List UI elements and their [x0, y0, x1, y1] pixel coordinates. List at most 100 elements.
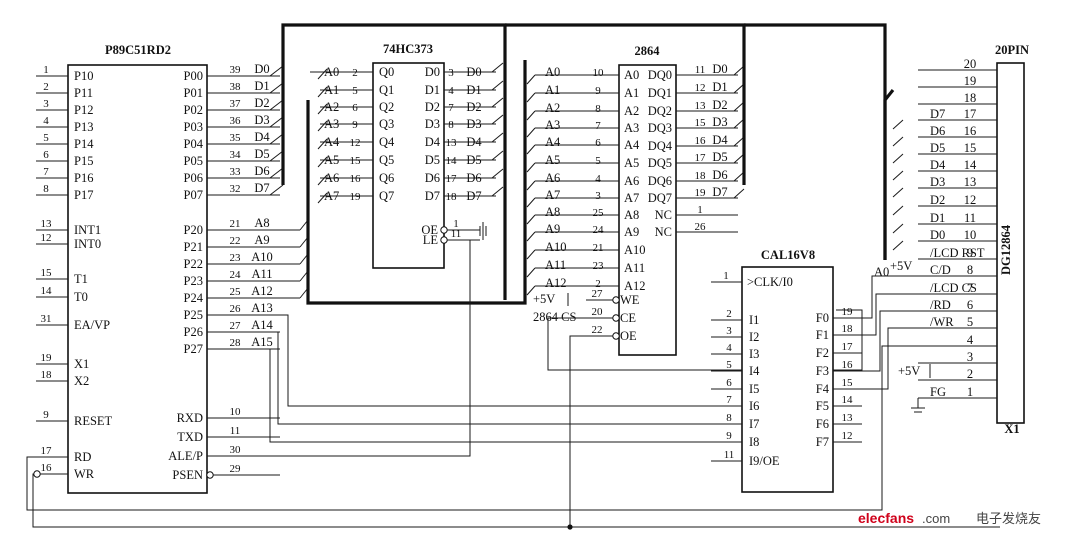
mcu-pin-name: ALE/P	[168, 449, 203, 463]
watermark-logo: elecfans	[858, 510, 914, 526]
pld-pin-number: 16	[842, 359, 854, 371]
bus-entry	[526, 267, 536, 278]
pld-pin-number: 9	[726, 430, 732, 442]
mcu-pin-name: RXD	[177, 411, 203, 425]
wr-bottom-wire	[32, 473, 1000, 528]
mcu-pin-number: 32	[230, 183, 241, 195]
latch-pin-name: Q5	[379, 153, 394, 167]
mcu-pin-name: INT0	[74, 237, 101, 251]
bus-entry	[269, 99, 284, 111]
mcu-pin-name: T1	[74, 272, 88, 286]
eeprom-pin-name: A8	[624, 208, 639, 222]
mcu-pin-name: TXD	[177, 430, 203, 444]
eeprom-pin-name: A7	[624, 191, 639, 205]
pld-pin-number: 4	[726, 342, 732, 354]
bus-entry	[317, 156, 328, 168]
mcu-pin-number: 33	[230, 166, 242, 178]
latch-pin-name: Q2	[379, 100, 394, 114]
pld-pin-name: I2	[749, 330, 759, 344]
eeprom-pin-number: 6	[595, 137, 601, 149]
lcd-pin-number: 19	[964, 74, 977, 88]
mcu-pin-number: 11	[230, 425, 241, 437]
bus-entry	[491, 97, 504, 108]
latch-pin-name: D5	[425, 153, 440, 167]
eeprom-pin-number: 24	[593, 224, 605, 236]
bus-entry	[269, 133, 284, 145]
latch-ctrl-bubble	[440, 236, 448, 244]
bus-entry	[526, 180, 536, 191]
eeprom-pin-number: 16	[695, 135, 707, 147]
mcu-pin-name: P11	[74, 86, 93, 100]
mcu-net-label: A9	[254, 233, 269, 247]
mcu-title: P89C51RD2	[105, 43, 171, 57]
lcd-pin-name: D1	[930, 211, 945, 225]
eeprom-ctrl-name: CE	[620, 311, 636, 325]
data-bus-top	[281, 23, 507, 300]
pld-pin-name: F0	[816, 311, 829, 325]
eeprom-pin-number: 21	[593, 242, 604, 254]
lcd-pin-number: 14	[964, 158, 977, 172]
latch-pin-number: 14	[446, 155, 458, 167]
eeprom-pin-number: 18	[695, 170, 707, 182]
eeprom-ctrl-bubble	[612, 332, 620, 340]
pld-pin-number: 7	[726, 394, 732, 406]
pld-pin-name: I6	[749, 399, 759, 413]
mcu-pin-number: 31	[41, 313, 52, 325]
mcu-net-label: D7	[254, 181, 269, 195]
mcu-pin-name: T0	[74, 290, 88, 304]
pld-pin-number: 13	[842, 412, 854, 424]
eeprom-net-label: D5	[712, 150, 727, 164]
mcu-net-label: D3	[254, 113, 269, 127]
eeprom-net-label: A3	[545, 118, 560, 132]
a13-wire	[280, 314, 727, 407]
eeprom-pin-name: A0	[624, 68, 639, 82]
latch-pin-number: 3	[448, 67, 454, 79]
mcu-net-label: A10	[251, 250, 273, 264]
mcu-pin-number: 17	[41, 445, 53, 457]
lcd-pin-name: D5	[930, 141, 945, 155]
latch-pin-name: Q3	[379, 117, 394, 131]
eeprom-net-label: A8	[545, 205, 560, 219]
pld-pin-number: 5	[726, 359, 732, 371]
latch-pin-name: Q1	[379, 83, 394, 97]
pld-pin-name: F1	[816, 328, 829, 342]
eeprom-ctrl-number: 22	[592, 324, 603, 336]
pld-pin-name: F2	[816, 346, 829, 360]
mcu-pin-name: P17	[74, 188, 93, 202]
eeprom-pin-name: DQ2	[648, 104, 672, 118]
eeprom-pin-name: A4	[624, 138, 640, 152]
cs-label: 2864 CS	[533, 310, 576, 324]
bus-entry	[892, 205, 904, 216]
lcd-pin-name: D2	[930, 193, 945, 207]
latch-net-label: A2	[324, 100, 339, 114]
bus-entry	[317, 174, 328, 186]
bus-entry	[317, 86, 328, 98]
bus-entry	[526, 197, 536, 208]
mcu-pin-number: 19	[41, 352, 53, 364]
lcd-pin-number: 9	[967, 246, 973, 260]
latch-pin-number: 9	[352, 119, 358, 131]
mcu-pin-name: RD	[74, 450, 91, 464]
latch-pin-number: 13	[446, 137, 458, 149]
eeprom-pin-number: 9	[595, 85, 601, 97]
lcd-pin-number: 20	[964, 57, 977, 71]
mcu-pin-name: X2	[74, 374, 89, 388]
mcu-net-label: D1	[254, 79, 269, 93]
mcu-pin-number: 35	[230, 132, 242, 144]
eeprom-pin-name: A2	[624, 104, 639, 118]
mcu-pin-name: P07	[184, 188, 203, 202]
mcu-pin-name: P00	[184, 69, 203, 83]
pld-pin-name: I3	[749, 347, 759, 361]
eeprom-pin-name: A6	[624, 174, 639, 188]
latch-net-label: A0	[324, 65, 339, 79]
mcu-pin-number: 7	[43, 166, 49, 178]
mcu-net-label: D0	[254, 62, 269, 76]
pld-pin-number: 8	[726, 412, 732, 424]
eeprom-net-label: A2	[545, 101, 560, 115]
junction-dot	[567, 524, 573, 530]
bus-entry	[317, 138, 328, 150]
bus-entry	[491, 132, 504, 143]
eeprom-net-label: A7	[545, 188, 560, 202]
latch-pin-name: D6	[425, 171, 440, 185]
